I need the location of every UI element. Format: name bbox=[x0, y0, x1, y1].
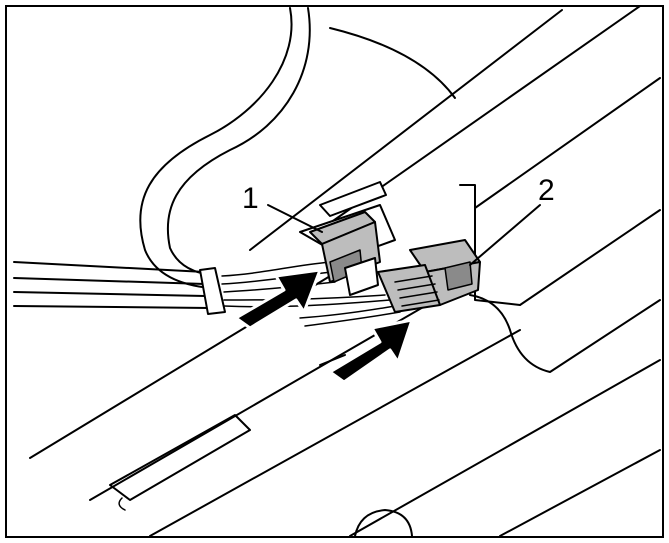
wire-harness-loop bbox=[139, 7, 311, 289]
callout-2-leader bbox=[469, 204, 541, 266]
push-arrow-icon bbox=[328, 318, 414, 384]
connector-2 bbox=[377, 239, 481, 313]
callout-2-label: 2 bbox=[538, 174, 555, 207]
callout-1-label: 1 bbox=[242, 182, 259, 215]
connector-1 bbox=[309, 211, 381, 296]
push-arrow-icon bbox=[234, 268, 322, 330]
drum-arc bbox=[329, 27, 456, 99]
callout-1-leader bbox=[267, 204, 323, 233]
